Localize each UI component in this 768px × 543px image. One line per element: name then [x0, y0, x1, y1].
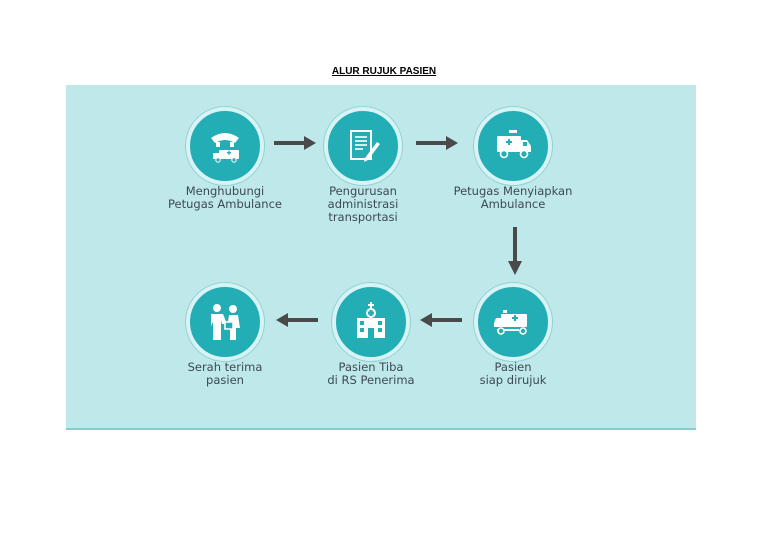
phone-ambulance-icon	[211, 133, 239, 163]
step-5-label: Pasien Tiba di RS Penerima	[296, 361, 446, 387]
step-label-line: administrasi	[327, 197, 399, 211]
flow-diagram-panel: Menghubungi Petugas Ambulance Pengurusan…	[66, 85, 696, 430]
step-4-circle	[474, 283, 552, 361]
arrow-left-icon	[276, 313, 318, 327]
ambulance-icon	[497, 130, 531, 159]
step-label-line: Pasien	[494, 360, 532, 374]
step-3-circle	[474, 107, 552, 185]
step-label-line: Menghubungi	[185, 184, 265, 198]
arrow-right-icon	[416, 136, 458, 150]
step-label-line: Ambulance	[480, 197, 546, 211]
page-title: ALUR RUJUK PASIEN	[331, 66, 437, 77]
step-label-line: Petugas Menyiapkan	[453, 184, 573, 198]
step-label-line: Serah terima	[187, 360, 263, 374]
arrow-left-icon	[420, 313, 462, 327]
step-1-circle	[186, 107, 264, 185]
handover-icon	[211, 304, 240, 340]
step-label-line: Petugas Ambulance	[168, 197, 282, 211]
document-pen-icon	[350, 130, 380, 162]
hospital-icon	[357, 302, 385, 338]
step-label-line: siap dirujuk	[479, 373, 547, 387]
step-6-circle	[186, 283, 264, 361]
step-6-label: Serah terima pasien	[150, 361, 300, 387]
step-1-label: Menghubungi Petugas Ambulance	[150, 185, 300, 211]
arrow-right-icon	[274, 136, 316, 150]
step-2-circle	[324, 107, 402, 185]
step-label-line: di RS Penerima	[327, 373, 415, 387]
ambulance-stretcher-icon	[494, 310, 527, 335]
step-label-line: Pasien Tiba	[338, 360, 404, 374]
step-3-label: Petugas Menyiapkan Ambulance	[438, 185, 588, 211]
step-4-label: Pasien siap dirujuk	[438, 361, 588, 387]
step-label-line: Pengurusan	[329, 184, 397, 198]
step-label-line: pasien	[206, 373, 244, 387]
step-5-circle	[332, 283, 410, 361]
arrow-down-icon	[508, 227, 522, 275]
step-label-line: transportasi	[328, 210, 398, 224]
step-2-label: Pengurusan administrasi transportasi	[288, 185, 438, 224]
